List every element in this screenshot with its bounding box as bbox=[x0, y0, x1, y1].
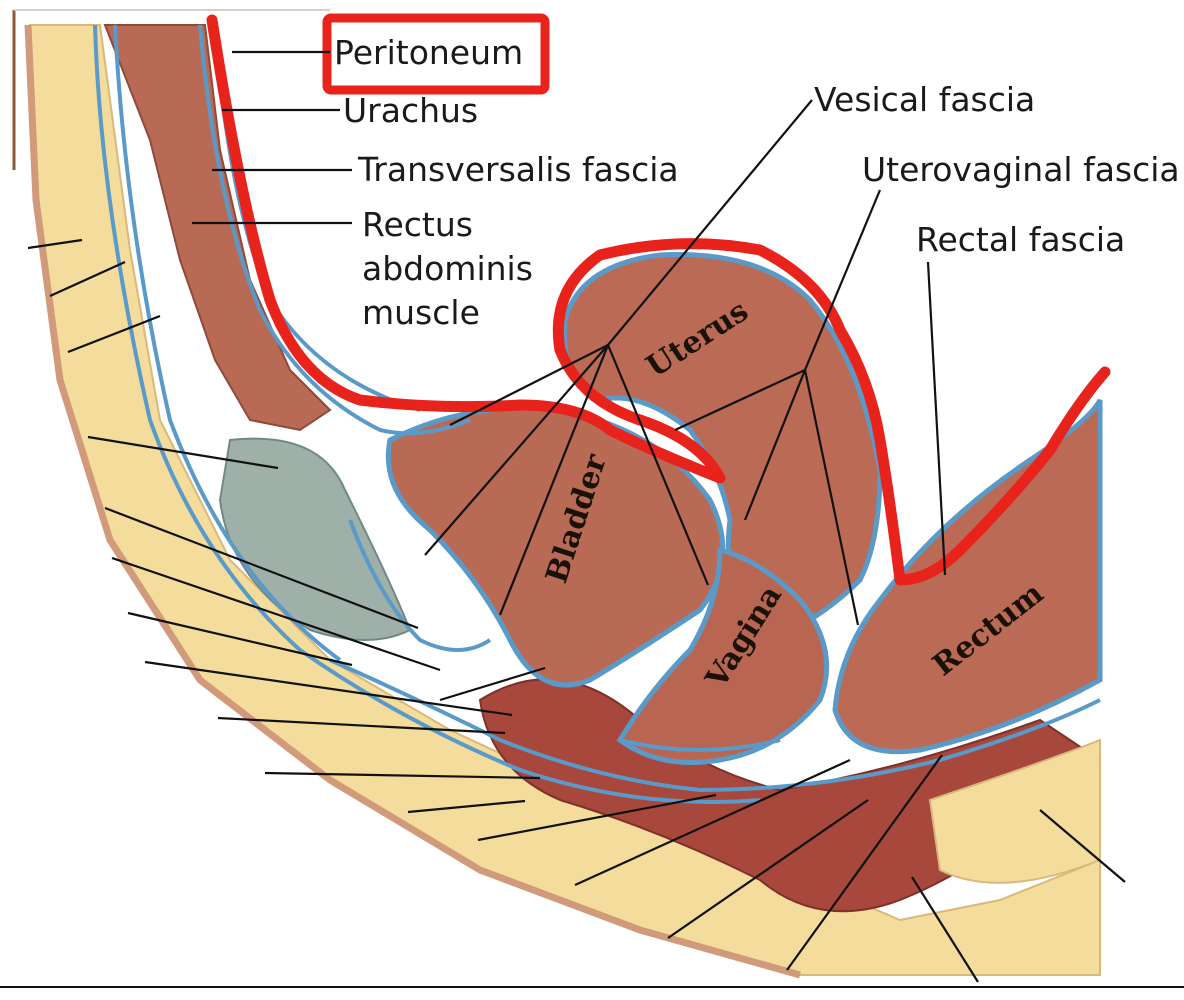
label-vesical-fascia: Vesical fascia bbox=[814, 80, 1035, 119]
label-rectus-line3: muscle bbox=[362, 293, 480, 332]
leader-lines bbox=[27, 50, 1126, 983]
label-uterovaginal-fascia: Uterovaginal fascia bbox=[862, 150, 1180, 189]
rectum-shape bbox=[832, 398, 1103, 755]
peritoneum-highlight-box bbox=[322, 13, 550, 95]
label-peritoneum: Peritoneum bbox=[334, 33, 523, 72]
vagina-shape bbox=[616, 546, 830, 765]
peritoneum-highlight-line bbox=[206, 14, 1111, 586]
fascia-lines bbox=[93, 24, 1101, 804]
organs bbox=[385, 252, 1103, 765]
uterus-shape bbox=[561, 252, 883, 643]
label-rectal-fascia: Rectal fascia bbox=[916, 220, 1125, 259]
label-rectus-line1: Rectus bbox=[362, 205, 473, 244]
labels: Peritoneum Urachus Transversalis fascia … bbox=[334, 33, 1180, 332]
label-urachus: Urachus bbox=[343, 91, 478, 130]
label-rectus-line2: abdominis bbox=[362, 249, 533, 288]
label-transversalis-fascia: Transversalis fascia bbox=[357, 150, 679, 189]
